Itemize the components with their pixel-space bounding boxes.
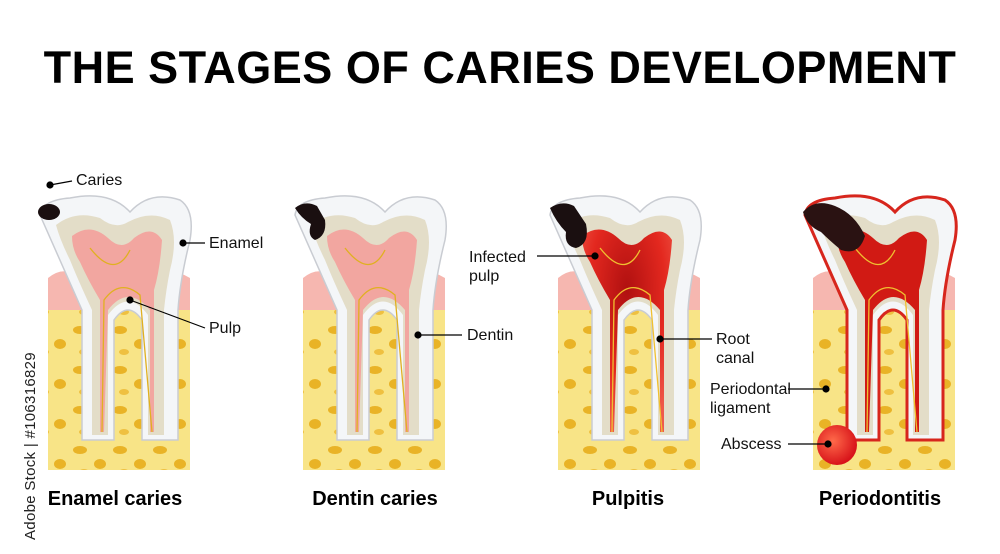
tooth-pulpitis (549, 195, 702, 470)
callout-pulp: Pulp (209, 320, 242, 337)
stage-label-enamel-caries: Enamel caries (47, 488, 183, 510)
stage-label-dentin-caries: Dentin caries (312, 488, 438, 510)
callout-root-canal: Root canal (716, 330, 754, 368)
callout-periodontal-line2: ligament (710, 400, 771, 417)
callout-periodontal-ligament: Periodontal ligament (710, 380, 791, 418)
caries-spot (550, 203, 587, 248)
callout-periodontal-line1: Periodontal (710, 381, 791, 398)
callout-dentin: Dentin (467, 327, 514, 344)
callout-infected-pulp: Infected pulp (469, 248, 526, 286)
nerves (344, 247, 408, 433)
infected-pulp (582, 229, 672, 432)
caries-spot (803, 203, 865, 252)
tooth-dentin-caries (294, 195, 447, 470)
nerves (89, 247, 153, 433)
abscess (817, 425, 857, 465)
stage-label-periodontitis: Periodontitis (818, 488, 942, 510)
callout-root-canal-line2: canal (716, 350, 755, 367)
pulp (72, 229, 162, 432)
pulp (327, 229, 417, 432)
callout-infected-pulp-line1: Infected (469, 249, 526, 266)
callout-infected-pulp-line2: pulp (469, 268, 500, 285)
callout-enamel: Enamel (209, 235, 264, 252)
callout-caries: Caries (76, 172, 123, 189)
nerves (599, 247, 663, 433)
stage-label-pulpitis: Pulpitis (591, 488, 665, 510)
page-title: THE STAGES OF CARIES DEVELOPMENT (43, 42, 957, 93)
caries-spot (38, 204, 60, 220)
tooth-enamel-caries (38, 195, 192, 470)
caries-spot (295, 203, 326, 240)
tooth-periodontitis (803, 194, 958, 470)
infected-pulp (837, 229, 927, 432)
nerves (854, 247, 918, 433)
callout-root-canal-line1: Root (716, 331, 750, 348)
callout-abscess: Abscess (721, 436, 782, 453)
